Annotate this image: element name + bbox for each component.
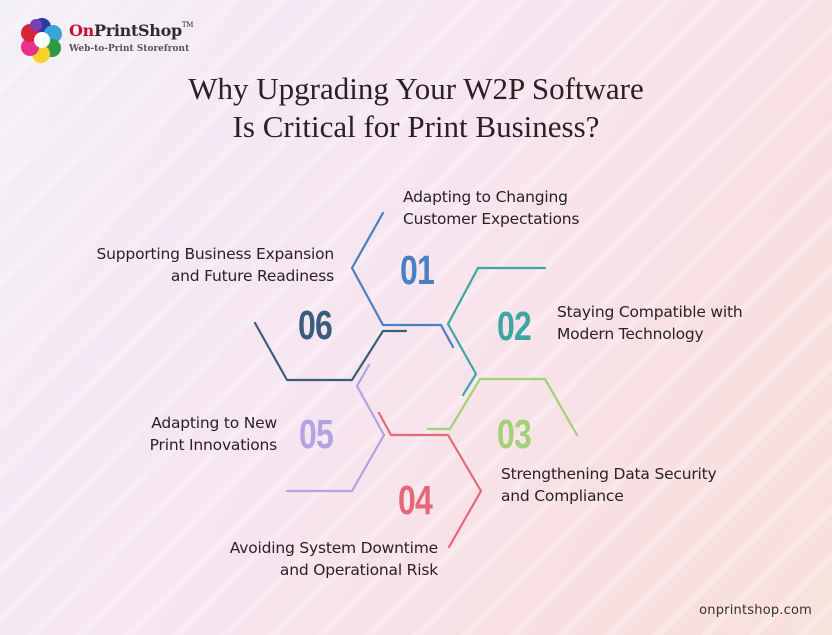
step-number-03: 03 bbox=[497, 411, 532, 457]
brand-tagline: Web-to-Print Storefront bbox=[69, 44, 190, 54]
step-number-02: 02 bbox=[497, 303, 532, 349]
line-01 bbox=[350, 211, 455, 349]
step-label-05: Adapting to New Print Innovations bbox=[149, 414, 278, 454]
step-number-06: 06 bbox=[298, 302, 333, 348]
brand-logo: OnPrintShopTM Web-to-Print Storefront bbox=[19, 17, 219, 63]
step-label-03: Strengthening Data Security and Complian… bbox=[501, 465, 717, 505]
line-03 bbox=[426, 377, 579, 437]
line-06 bbox=[253, 321, 408, 382]
step-number-05: 05 bbox=[299, 411, 334, 457]
flower-logo-icon bbox=[21, 18, 62, 63]
step-number-04: 04 bbox=[398, 477, 433, 523]
step-label-06: Supporting Business Expansion and Future… bbox=[96, 245, 335, 285]
brand-name: OnPrintShopTM bbox=[69, 21, 194, 40]
step-number-01: 01 bbox=[400, 247, 435, 293]
step-label-01: Adapting to Changing Customer Expectatio… bbox=[403, 188, 580, 228]
line-05 bbox=[285, 363, 386, 493]
line-04 bbox=[377, 411, 483, 549]
step-label-04: Avoiding System Downtime and Operational… bbox=[229, 539, 438, 579]
line-02 bbox=[446, 266, 547, 397]
step-label-02: Staying Compatible with Modern Technolog… bbox=[557, 303, 743, 343]
footer-url: onprintshop.com bbox=[699, 603, 812, 618]
page-title: Why Upgrading Your W2P Software Is Criti… bbox=[188, 71, 644, 144]
